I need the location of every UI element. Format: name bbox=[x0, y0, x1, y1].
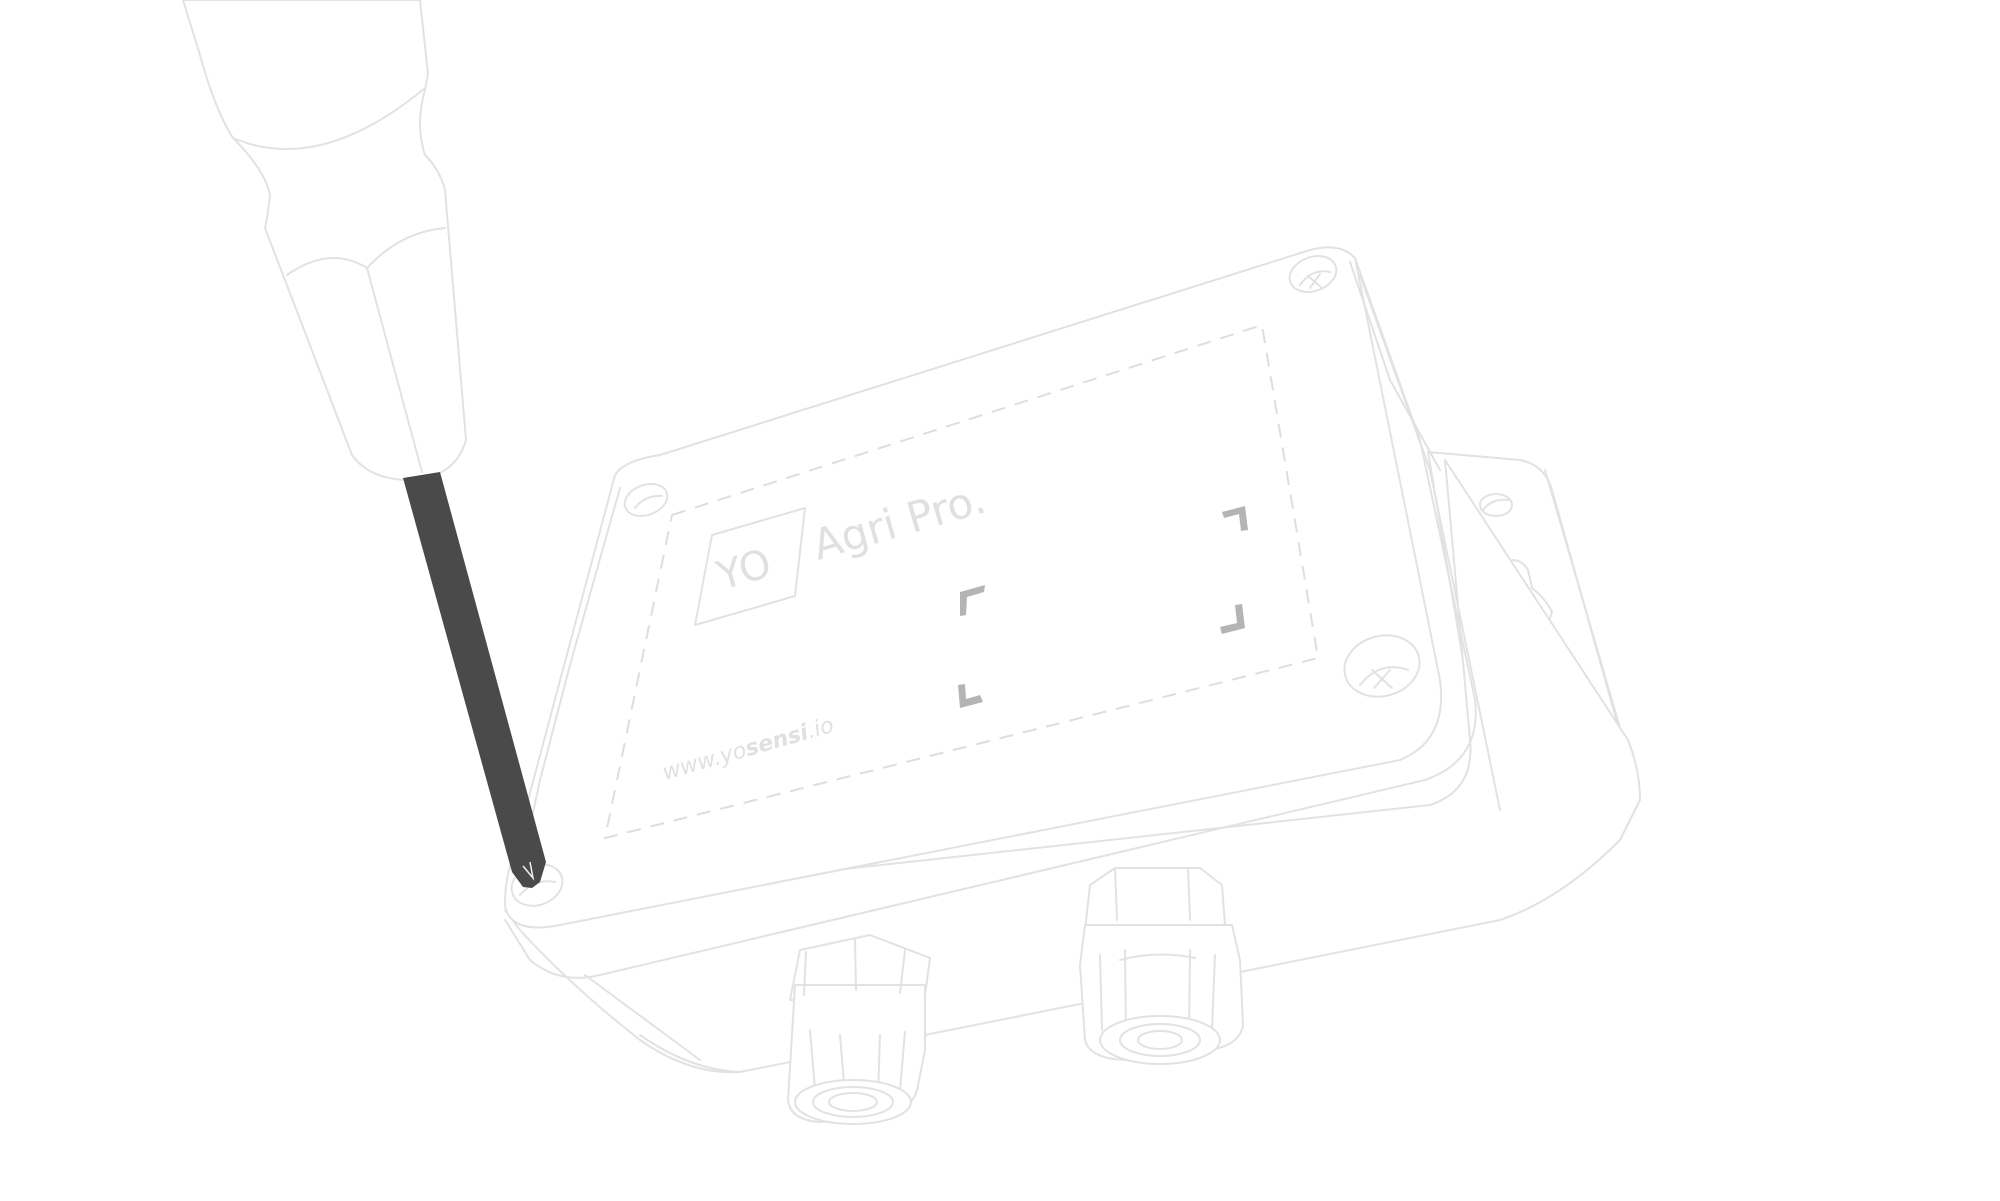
label-area bbox=[603, 323, 1320, 840]
qr-marker-top-left bbox=[960, 585, 985, 616]
screw-top-right bbox=[1288, 255, 1338, 293]
screwdriver-shaft bbox=[403, 472, 546, 888]
screw-top-left bbox=[623, 483, 669, 517]
screwdriver-tip-highlight bbox=[522, 861, 535, 881]
qr-marker-top-right bbox=[1222, 506, 1248, 531]
screwdriver-handle bbox=[182, 0, 467, 481]
cable-gland-left bbox=[787, 934, 931, 1125]
screwdriver bbox=[182, 0, 546, 888]
qr-corner-markers bbox=[958, 506, 1248, 708]
screw-right-middle bbox=[1343, 634, 1421, 698]
enclosure-body bbox=[504, 246, 1641, 1074]
cable-gland-right bbox=[1079, 867, 1244, 1065]
qr-marker-bottom-left bbox=[958, 684, 983, 708]
qr-marker-bottom-right bbox=[1220, 604, 1245, 634]
